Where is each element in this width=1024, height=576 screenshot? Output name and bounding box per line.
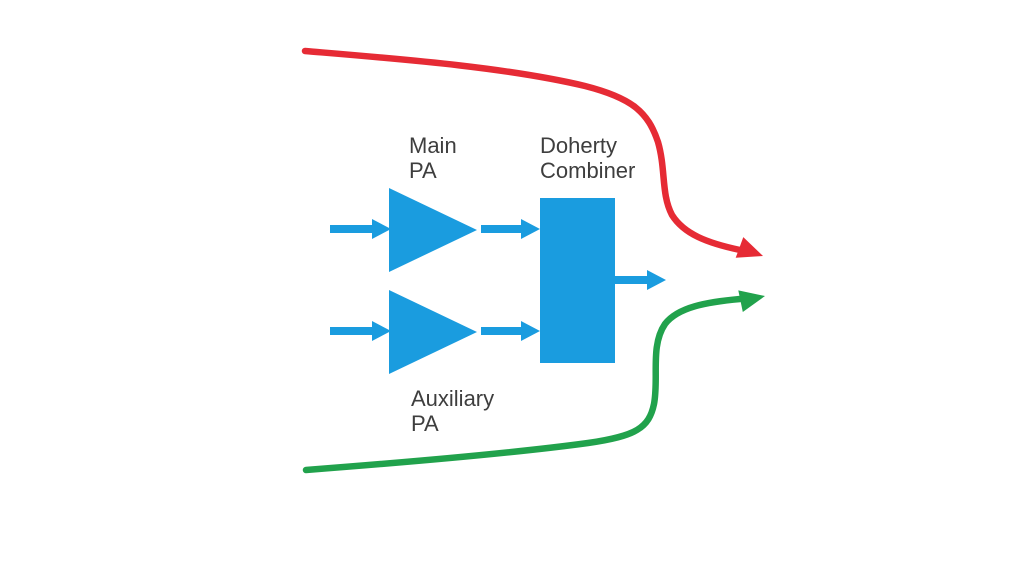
auxiliary-pa-amplifier-icon bbox=[389, 290, 477, 374]
auxiliary-input-arrow-icon bbox=[330, 321, 391, 341]
red-curve-arrow bbox=[301, 47, 744, 254]
doherty-combiner-block bbox=[540, 198, 615, 363]
doherty-combiner-label: Doherty Combiner bbox=[540, 133, 636, 183]
main-input-arrow-icon bbox=[330, 219, 391, 239]
main-pa-label: Main PA bbox=[409, 133, 457, 183]
auxiliary-to-combiner-arrow-icon bbox=[481, 321, 540, 341]
main-to-combiner-arrow-icon bbox=[481, 219, 540, 239]
auxiliary-pa-label: Auxiliary PA bbox=[411, 386, 495, 436]
main-pa-amplifier-icon bbox=[389, 188, 477, 272]
green-curve-arrow bbox=[302, 295, 744, 474]
green-arrowhead-icon bbox=[738, 290, 765, 312]
red-arrowhead-icon bbox=[735, 237, 763, 258]
combiner-output-arrow-icon bbox=[615, 270, 666, 290]
